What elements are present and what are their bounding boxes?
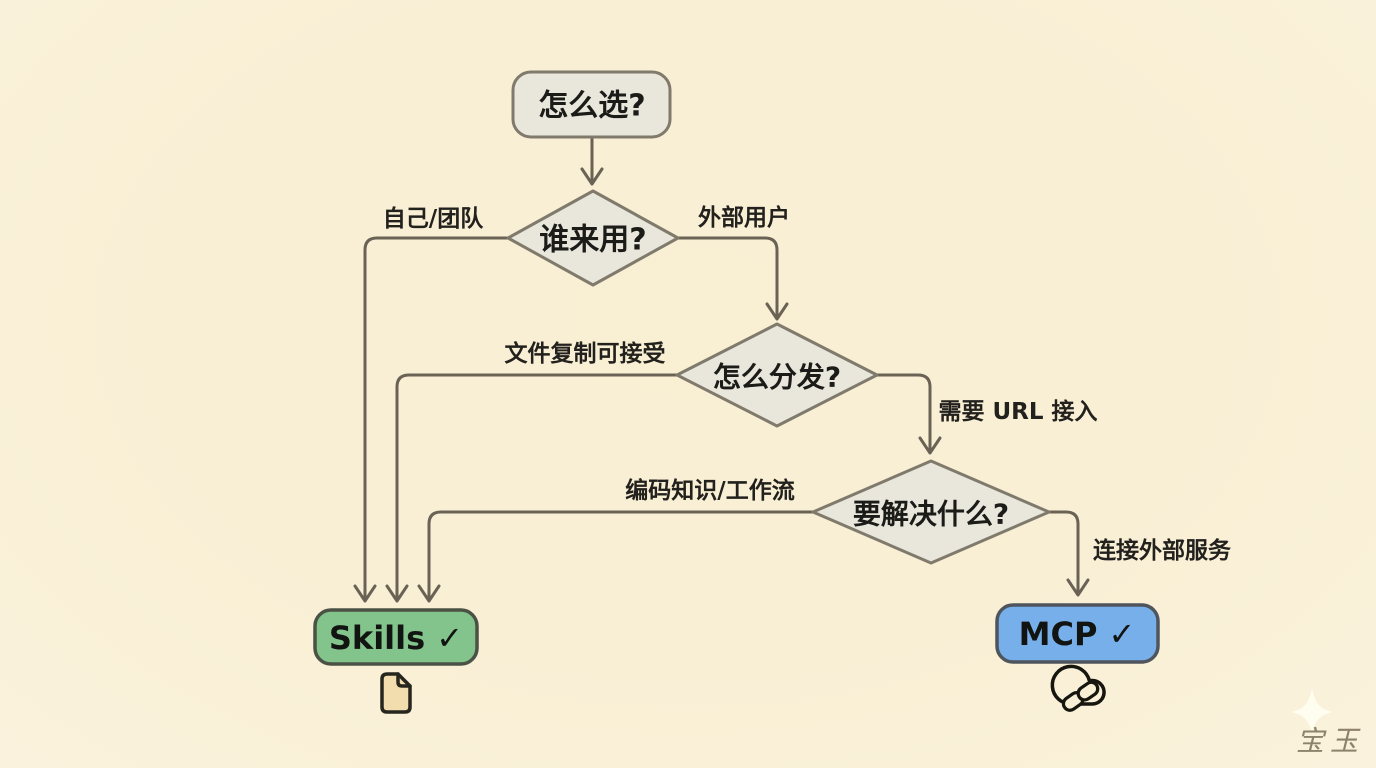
arrowhead-start-to-who (580, 167, 604, 186)
node-decision-distribute: 怎么分发? (675, 322, 879, 428)
chain-link-right (1076, 680, 1100, 702)
edges-group (353, 135, 1090, 603)
node-result-mcp: MCP ✓ (995, 603, 1160, 664)
edge-label-distribute-right: 需要 URL 接入 (938, 399, 1097, 425)
document-icon (380, 672, 412, 714)
distribute-node-shape (675, 322, 879, 428)
edge-label-who-right: 外部用户 (698, 204, 790, 231)
arrowhead-solve-to-skills (417, 584, 441, 603)
edge-distribute-to-skills (395, 373, 679, 600)
node-result-skills: Skills ✓ (313, 608, 479, 666)
cloud-link-icon (1050, 664, 1106, 712)
arrowhead-who-to-skills (353, 584, 377, 603)
edge-who-to-distribute (676, 236, 779, 318)
who-node-label: 谁来用? (539, 223, 646, 258)
mcp-node-shape (995, 603, 1160, 664)
watermark: 宝玉 (1291, 688, 1364, 758)
edge-label-who-left: 自己/团队 (383, 205, 484, 232)
sparkle-icon (1291, 688, 1333, 734)
arrowhead-distribute-to-skills (385, 584, 409, 603)
node-start: 怎么选? (511, 70, 672, 139)
node-decision-solve: 要解决什么? (811, 459, 1051, 565)
arrowhead-distribute-to-solve (918, 436, 942, 455)
edge-solve-to-mcp (1047, 510, 1080, 594)
edge-label-solve-right: 连接外部服务 (1093, 537, 1232, 564)
start-node-shape (511, 70, 672, 139)
solve-node-label: 要解决什么? (853, 498, 1009, 531)
arrowhead-who-to-distribute (765, 302, 789, 321)
node-decision-who: 谁来用? (506, 189, 680, 287)
arrowhead-solve-to-mcp (1066, 578, 1090, 597)
start-node-label: 怎么选? (538, 89, 645, 124)
watermark-label: 宝玉 (1296, 725, 1364, 758)
distribute-node-label: 怎么分发? (713, 361, 841, 394)
edge-distribute-to-solve (875, 373, 932, 452)
skills-node-shape (313, 608, 479, 666)
who-node-shape (506, 189, 680, 287)
mcp-node-label: MCP ✓ (1019, 615, 1136, 653)
edge-solve-to-skills (427, 510, 815, 600)
edge-label-distribute-left: 文件复制可接受 (505, 340, 666, 367)
solve-node-shape (811, 459, 1051, 565)
edge-labels-group: 自己/团队 外部用户 文件复制可接受 需要 URL 接入 编码知识/工作流 连接… (383, 204, 1232, 564)
edge-who-to-skills (363, 236, 510, 600)
edge-label-solve-left: 编码知识/工作流 (625, 477, 794, 504)
skills-node-label: Skills ✓ (329, 619, 463, 657)
